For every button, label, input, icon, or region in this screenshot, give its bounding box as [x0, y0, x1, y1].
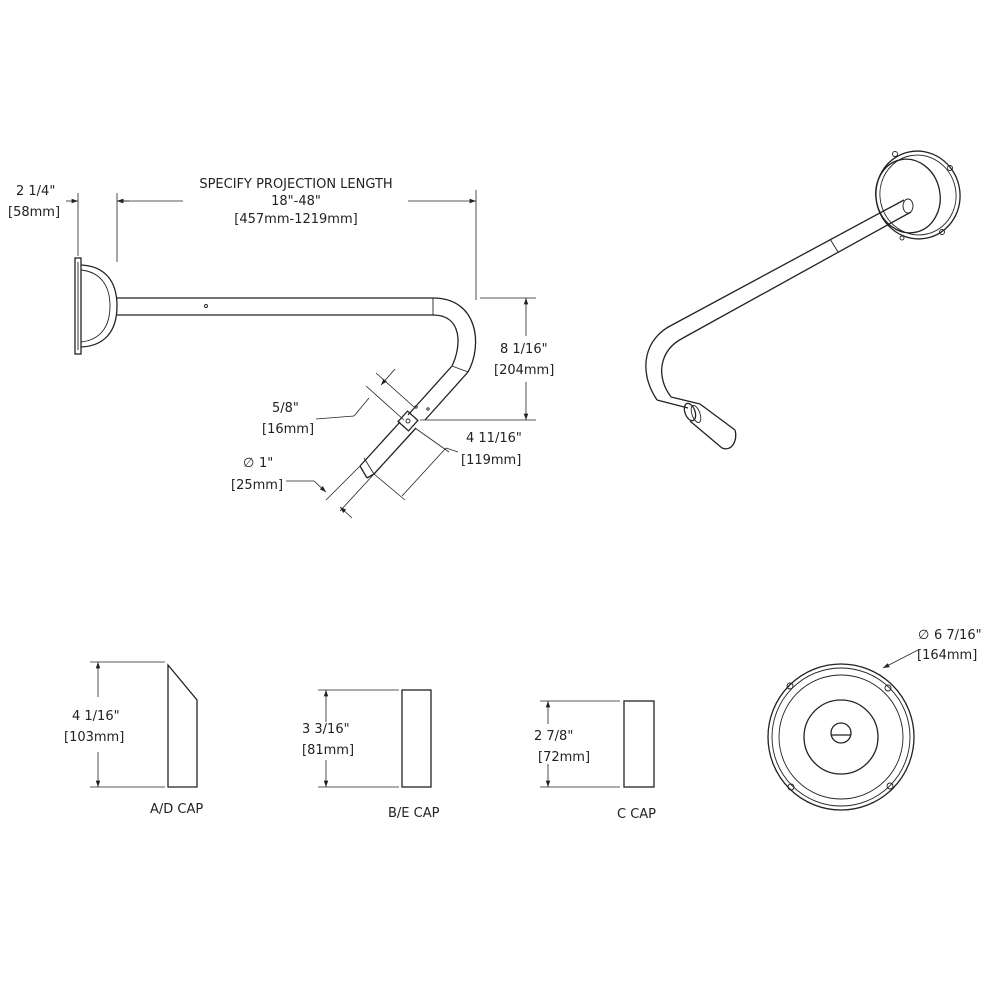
offset-imperial: 5/8": [272, 401, 299, 416]
be-cap-height-imperial: 3 3/16": [302, 722, 350, 737]
ad-cap-height-imperial: 4 1/16": [72, 709, 120, 724]
c-cap-height-imperial: 2 7/8": [534, 729, 573, 744]
plate-depth-metric: [58mm]: [8, 205, 60, 220]
c-cap-height-metric: [72mm]: [538, 750, 590, 765]
tube-diameter-symbol: ∅: [243, 456, 254, 471]
wall-plate: [74, 257, 82, 355]
offset-metric: [16mm]: [262, 422, 314, 437]
plate-depth-imperial: 2 1/4": [16, 184, 55, 199]
elbow-inner: [432, 314, 459, 367]
plate-diameter-symbol: ∅: [918, 628, 929, 643]
arm-screw: [204, 304, 208, 308]
ad-cap-view: 4 1/16" [103mm] A/D CAP: [64, 661, 203, 817]
be-cap-height-metric: [81mm]: [302, 743, 354, 758]
front-plate-view: ∅ 6 7/16" [164mm]: [767, 628, 982, 811]
iso-canopy: [875, 158, 941, 234]
arm-length-imperial: 4 11/16": [466, 431, 522, 446]
c-cap-shape: [623, 700, 655, 788]
tube-diameter-imperial: 1": [259, 456, 273, 471]
be-cap-shape: [401, 689, 432, 788]
tube-diameter-metric: [25mm]: [231, 478, 283, 493]
plate-outer-rim: [767, 663, 915, 811]
plate-diameter-metric: [164mm]: [917, 648, 977, 663]
ad-cap-shape: [167, 663, 198, 788]
be-cap-view: 3 3/16" [81mm] B/E CAP: [302, 689, 440, 821]
drop-metric: [204mm]: [494, 363, 554, 378]
elbow-outer: [432, 297, 477, 373]
projection-imperial: 18"-48": [271, 194, 321, 209]
projection-title: SPECIFY PROJECTION LENGTH: [199, 177, 392, 192]
canopy: [80, 264, 118, 348]
plate-diameter-imperial: 6 7/16": [934, 628, 982, 643]
ad-cap-label: A/D CAP: [150, 802, 203, 817]
ad-cap-height-metric: [103mm]: [64, 730, 124, 745]
projection-metric: [457mm-1219mm]: [234, 212, 357, 227]
c-cap-label: C CAP: [617, 807, 656, 822]
collar: [397, 410, 419, 432]
arm-length-metric: [119mm]: [461, 453, 521, 468]
plate-center-hub: [830, 722, 852, 744]
isometric-view: [645, 150, 961, 450]
be-cap-label: B/E CAP: [388, 806, 440, 821]
c-cap-view: 2 7/8" [72mm] C CAP: [534, 700, 656, 822]
plate-canopy: [803, 699, 879, 775]
side-view: 2 1/4" [58mm] SPECIFY PROJECTION LENGTH …: [8, 177, 554, 519]
drop-imperial: 8 1/16": [500, 342, 548, 357]
